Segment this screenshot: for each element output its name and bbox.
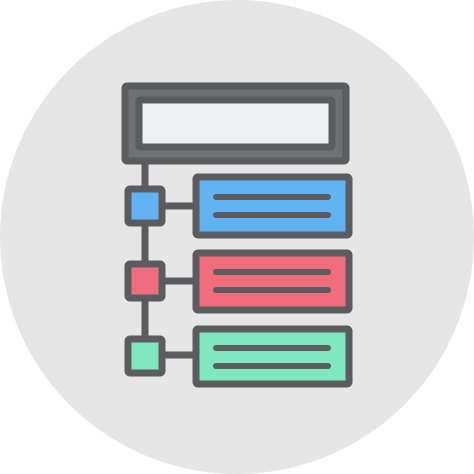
- row-blue: [124, 173, 353, 239]
- item-box-red: [192, 249, 353, 314]
- node-square-red: [124, 260, 166, 302]
- item-box-green: [192, 325, 353, 388]
- header-block: [121, 82, 350, 165]
- row-red: [124, 249, 353, 314]
- node-square-green: [124, 335, 166, 377]
- node-square-blue: [124, 185, 166, 227]
- header-panel: [135, 96, 336, 151]
- item-box-blue: [192, 173, 353, 239]
- row-green: [124, 325, 353, 388]
